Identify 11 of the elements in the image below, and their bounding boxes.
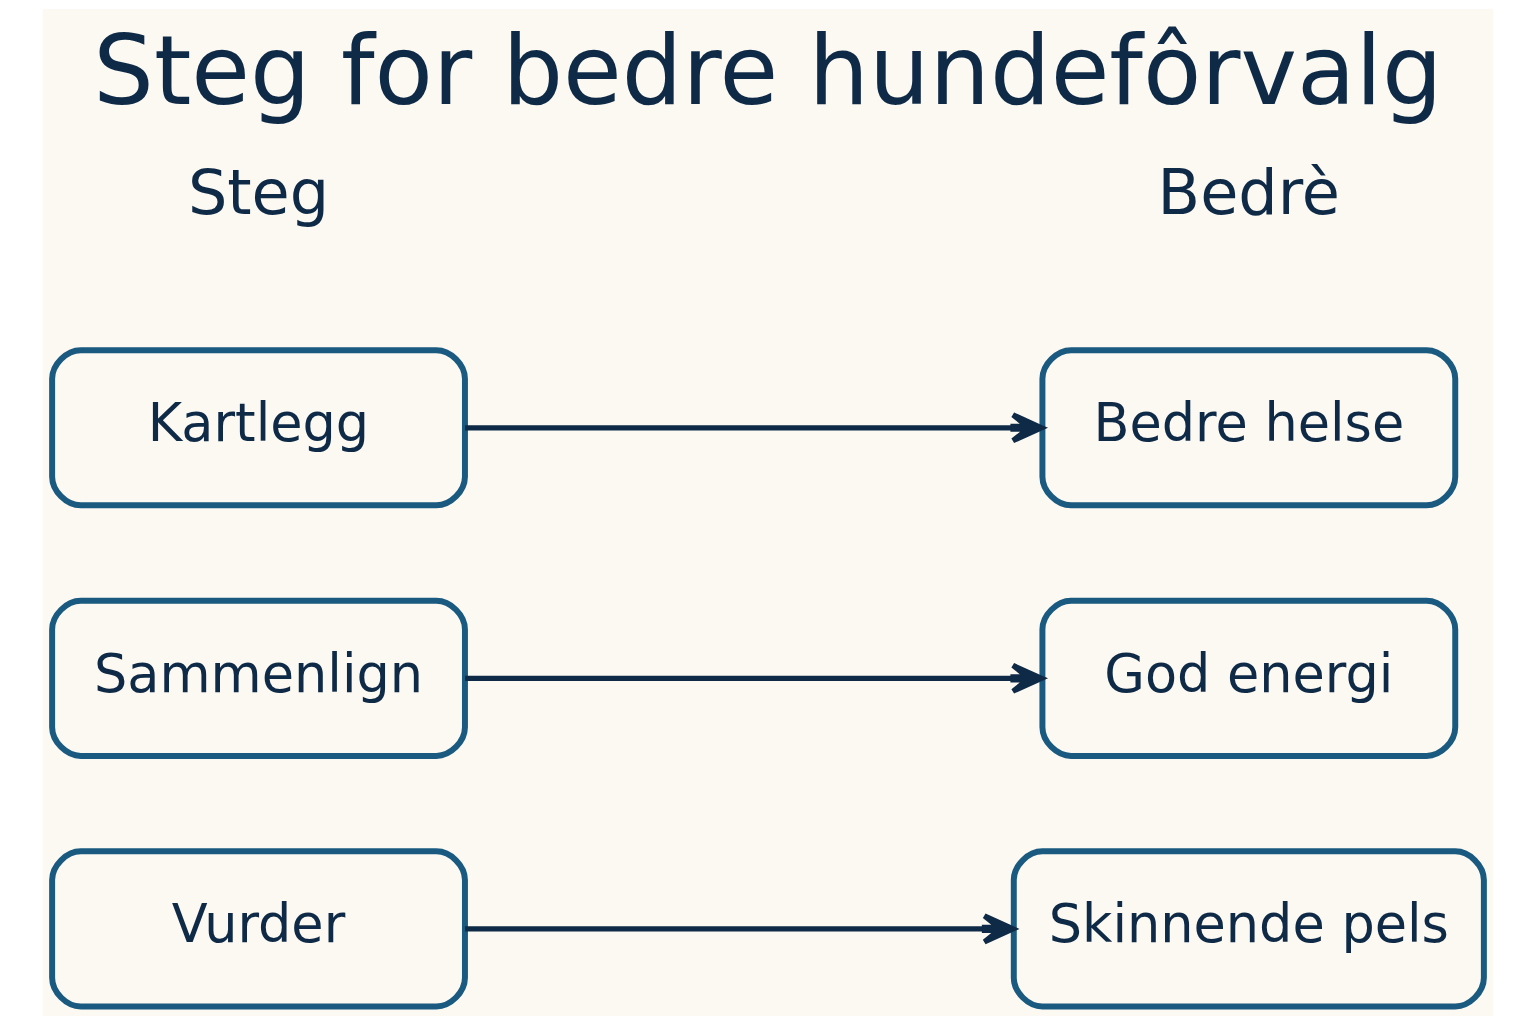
- node-box: Kartlegg: [49, 346, 468, 508]
- diagram-title: Steg for bedre hundefôrvalg: [93, 14, 1443, 127]
- node-box: Vurder: [49, 847, 468, 1009]
- arrow: [465, 411, 1045, 443]
- node-box: Skinnende pels: [1010, 847, 1487, 1009]
- node-box: Sammenlign: [49, 597, 468, 759]
- node-box: God energi: [1039, 597, 1459, 759]
- arrow: [465, 662, 1045, 694]
- label: Bedrè: [1157, 155, 1341, 229]
- label: Steg: [187, 155, 330, 229]
- node-box: Bedre helse: [1039, 346, 1459, 508]
